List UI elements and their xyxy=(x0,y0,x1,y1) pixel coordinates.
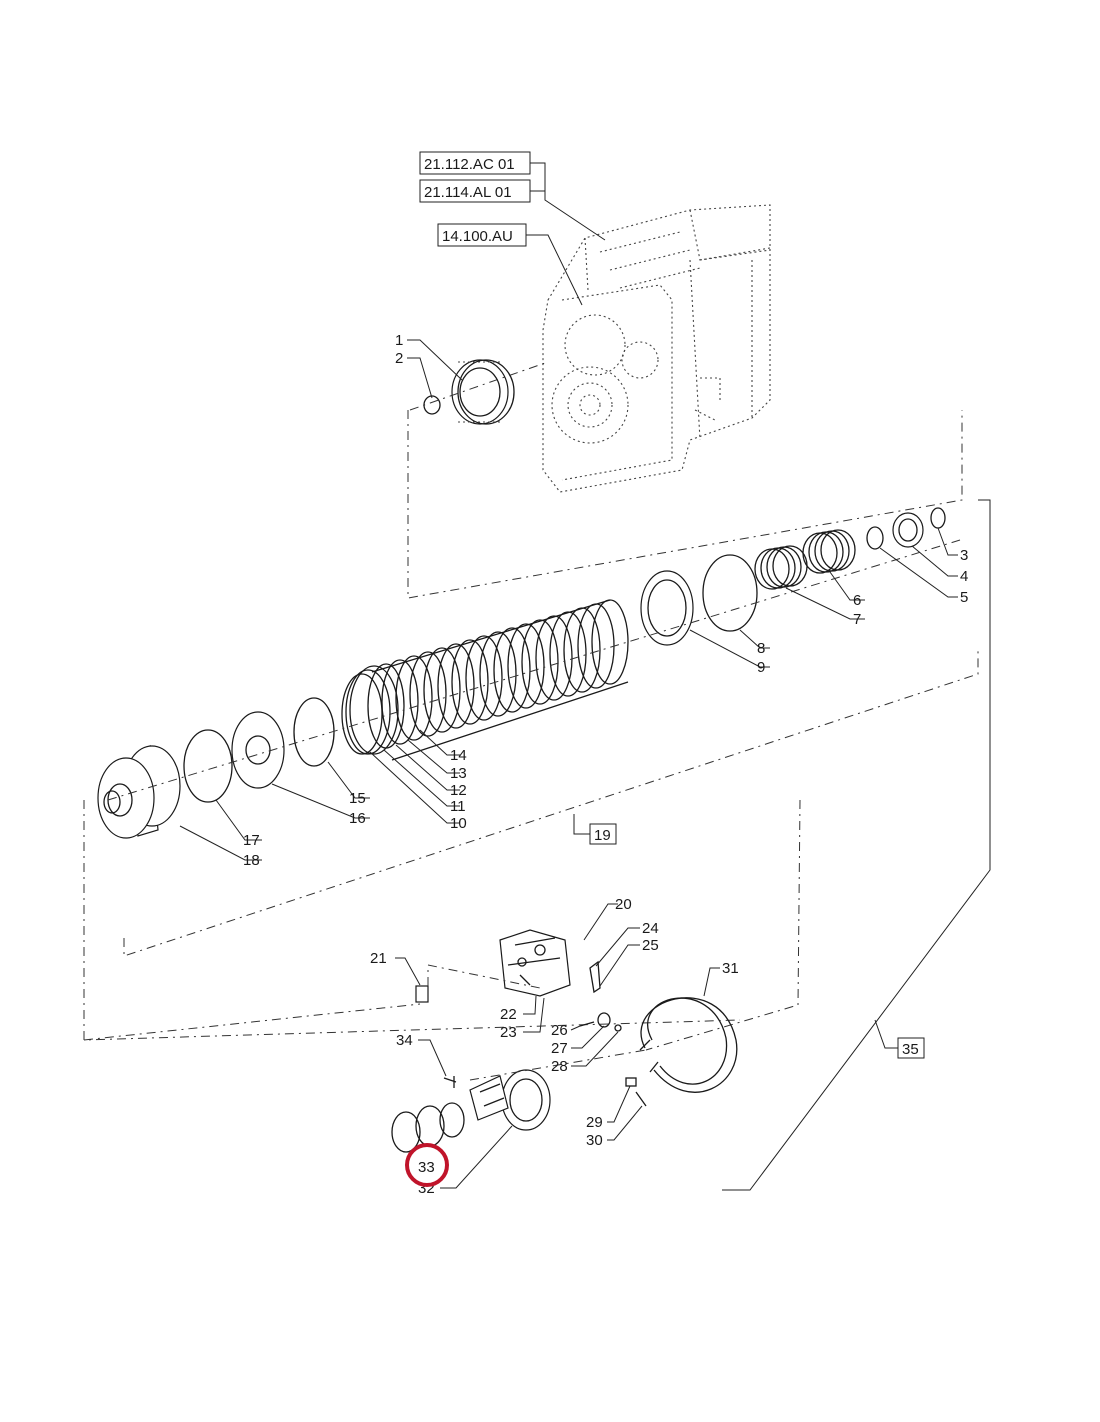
callout-numbers: 1 2 3 4 5 6 7 8 9 14 13 12 11 10 15 16 1… xyxy=(243,332,968,1197)
part-29-pin xyxy=(625,1077,637,1087)
callout-6: 6 xyxy=(853,592,861,609)
callout-30: 30 xyxy=(586,1132,603,1149)
reference-box-14100[interactable]: 14.100.AU xyxy=(437,223,527,247)
callout-3: 3 xyxy=(960,547,968,564)
callout-14: 14 xyxy=(450,747,467,764)
callout-7: 7 xyxy=(853,611,861,628)
part-3-snap-ring xyxy=(930,507,946,529)
callout-24: 24 xyxy=(642,920,659,937)
part-26-screw xyxy=(579,1021,595,1027)
callout-23: 23 xyxy=(500,1024,517,1041)
highlight-circle xyxy=(405,1143,449,1187)
reference-box-21112[interactable]: 21.112.AC 01 xyxy=(419,151,531,175)
svg-text:19: 19 xyxy=(594,827,611,844)
callout-10: 10 xyxy=(450,815,467,832)
clutch-disc-pack xyxy=(341,599,629,761)
part-6-spring-pack xyxy=(802,529,856,574)
part-30-bolt xyxy=(635,1091,647,1107)
part-16-piston xyxy=(231,711,285,789)
part-8-seal-ring xyxy=(702,554,758,632)
callout-12: 12 xyxy=(450,782,467,799)
callout-34: 34 xyxy=(396,1032,413,1049)
callout-15: 15 xyxy=(349,790,366,807)
callout-26: 26 xyxy=(551,1022,568,1039)
part-15-o-ring xyxy=(293,697,335,767)
svg-text:21.114.AL 01: 21.114.AL 01 xyxy=(424,184,512,201)
part-7-spring-pack xyxy=(754,545,808,590)
part-31-brake-band xyxy=(639,997,738,1093)
part-20-valve-body xyxy=(499,929,571,997)
part-21-fitting xyxy=(415,985,429,1003)
part-17-o-ring xyxy=(183,729,233,803)
callout-31: 31 xyxy=(722,960,739,977)
callout-33: 33 xyxy=(418,1159,435,1176)
callout-13: 13 xyxy=(450,765,467,782)
callout-25: 25 xyxy=(642,937,659,954)
callout-11: 11 xyxy=(450,798,466,815)
callout-9: 9 xyxy=(757,659,765,676)
part-9-thrust-plate xyxy=(640,570,694,646)
svg-text:35: 35 xyxy=(902,1041,919,1058)
part-27-bushing xyxy=(597,1012,611,1028)
callout-2: 2 xyxy=(395,350,403,367)
callout-17: 17 xyxy=(243,832,260,849)
callout-1: 1 xyxy=(395,332,403,349)
callout-21: 21 xyxy=(370,950,387,967)
reference-box-19[interactable]: 19 xyxy=(589,823,617,845)
reference-box-21114[interactable]: 21.114.AL 01 xyxy=(419,179,531,203)
part-28-washer xyxy=(614,1024,622,1032)
callout-leaders xyxy=(179,339,958,1189)
callout-18: 18 xyxy=(243,852,260,869)
callout-29: 29 xyxy=(586,1114,603,1131)
part-5-o-ring xyxy=(866,526,884,550)
part-4-bearing xyxy=(892,512,924,548)
part-2-snap-ring xyxy=(423,395,441,415)
transmission-housing xyxy=(542,204,771,493)
callout-4: 4 xyxy=(960,568,968,585)
part-24-lever xyxy=(589,960,601,994)
reference-box-35[interactable]: 35 xyxy=(897,1037,925,1059)
callout-22: 22 xyxy=(500,1006,517,1023)
part-32-drum xyxy=(469,1069,551,1131)
part-18-clutch-drum xyxy=(97,744,181,839)
svg-text:14.100.AU: 14.100.AU xyxy=(442,228,513,245)
callout-16: 16 xyxy=(349,810,366,827)
callout-8: 8 xyxy=(757,640,765,657)
part-34-bolt xyxy=(443,1076,457,1088)
callout-27: 27 xyxy=(551,1040,568,1057)
part-1-gear-hub xyxy=(451,359,515,425)
callout-5: 5 xyxy=(960,589,968,606)
callout-20: 20 xyxy=(615,896,632,913)
callout-28: 28 xyxy=(551,1058,568,1075)
svg-text:21.112.AC 01: 21.112.AC 01 xyxy=(424,156,515,173)
